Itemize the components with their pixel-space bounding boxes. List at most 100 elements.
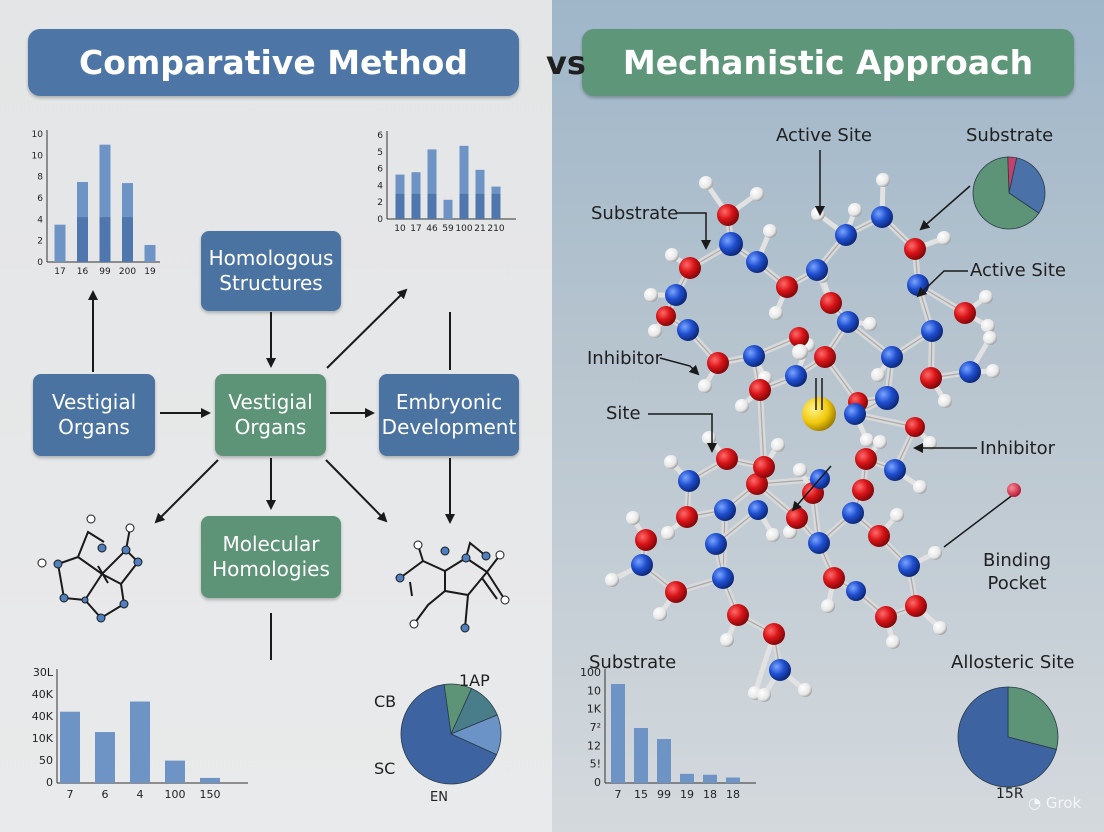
molecular-homologies-node: Molecular Homologies — [201, 516, 341, 598]
x-tick-label: 46 — [426, 224, 438, 234]
y-tick-label: 6 — [377, 165, 383, 175]
hydrogen-atom — [735, 399, 749, 413]
pie-slice-3 — [400, 684, 498, 785]
bar-16 — [77, 217, 88, 262]
oxygen-atom — [753, 456, 775, 478]
hydrogen-atom — [702, 431, 716, 445]
oxygen-atom — [786, 507, 808, 529]
nitrogen-atom — [907, 274, 929, 296]
nitrogen-atom — [871, 206, 893, 228]
nitrogen-atom — [712, 567, 734, 589]
bar-200 — [122, 217, 133, 262]
pie-chart-3 — [400, 683, 502, 785]
hydrogen-atom — [763, 224, 777, 238]
nitrogen-atom — [631, 554, 653, 576]
y-tick-label: 10 — [32, 130, 44, 140]
oxygen-atom — [716, 448, 738, 470]
y-tick-label: 2 — [37, 237, 43, 247]
x-tick-label: 19 — [680, 788, 694, 801]
oxygen-atom — [727, 604, 749, 626]
x-tick-label: 7 — [615, 788, 622, 801]
bar-10 — [395, 193, 405, 219]
y-tick-label: 0 — [46, 776, 53, 789]
bar-4 — [130, 701, 150, 783]
hydrogen-atom — [783, 525, 797, 539]
hydrogen-atom — [928, 546, 942, 560]
x-tick-label: 99 — [99, 267, 111, 277]
y-tick-label: 10 — [32, 151, 44, 161]
x-tick-label: 210 — [487, 224, 504, 234]
bar-19 — [680, 773, 694, 783]
hydrogen-atom — [769, 306, 783, 320]
y-tick-label: 6 — [377, 131, 383, 141]
hydrogen-atom — [938, 394, 952, 408]
watermark-text: Grok — [1045, 794, 1082, 812]
label-substrate-bottom: Substrate — [589, 652, 677, 673]
label-inhibitor-left: Inhibitor — [587, 348, 663, 369]
x-tick-label: 4 — [137, 788, 144, 801]
bar-99 — [99, 144, 111, 262]
x-tick-label: 15 — [634, 788, 648, 801]
nitrogen-atom — [743, 345, 765, 367]
x-tick-label: 100 — [165, 788, 186, 801]
hydrogen-atom — [644, 288, 658, 302]
mechanistic-approach-banner: Mechanistic Approach — [582, 29, 1074, 96]
homologous-structures-node: Homologous Structures — [201, 231, 341, 311]
hydrogen-atom — [981, 319, 995, 333]
vestigial-organs-center-node: Vestigial Organs — [215, 374, 326, 456]
oxygen-atom — [749, 379, 771, 401]
skeletal-molecule-right-atoms — [395, 540, 510, 633]
oxygen-atom — [954, 302, 976, 324]
hydrogen-atom — [665, 248, 679, 262]
arrow-to-right-molecule — [325, 459, 388, 523]
hydrogen-atom — [937, 231, 951, 245]
bar-17 — [411, 193, 421, 219]
hydrogen-atom — [698, 379, 712, 393]
y-tick-label: 2 — [377, 198, 383, 208]
label-substrate-left: Substrate — [591, 203, 679, 224]
x-tick-label: 7 — [67, 788, 74, 801]
y-tick-label: 12 — [587, 739, 601, 752]
oxygen-atom — [823, 567, 845, 589]
y-tick-label: 1K — [587, 703, 602, 716]
label-binding-pocket: Binding Pocket — [983, 550, 1052, 594]
nitrogen-atom — [705, 533, 727, 555]
oxygen-atom — [679, 257, 701, 279]
y-tick-label: 10 — [587, 684, 601, 697]
y-tick-label: 4 — [37, 215, 43, 225]
bar-18 — [726, 777, 740, 783]
x-tick-label: 150 — [200, 788, 221, 801]
hydrogen-atom — [653, 607, 667, 621]
y-tick-label: 50 — [39, 754, 53, 767]
nitrogen-atom — [748, 500, 768, 520]
hydrogen-atom — [871, 368, 885, 382]
flow-arrows — [88, 288, 455, 660]
oxygen-atom — [855, 448, 877, 470]
oxygen-atom — [868, 525, 890, 547]
y-tick-label: 8 — [37, 173, 43, 183]
nitrogen-atom — [898, 555, 920, 577]
oxygen-atom — [717, 204, 739, 226]
bar-7 — [60, 711, 80, 783]
bar-100 — [165, 760, 185, 783]
oxygen-atom — [665, 581, 687, 603]
vs-label: vs — [546, 44, 586, 82]
pie-slice-0 — [1007, 686, 1059, 750]
hydrogen-atom — [793, 463, 807, 477]
bar-99 — [99, 217, 111, 262]
hydrogen-atom — [626, 511, 640, 525]
bar-210 — [491, 193, 501, 219]
y-tick-label: 0 — [594, 776, 601, 789]
label-inhibitor-right: Inhibitor — [980, 438, 1056, 459]
nitrogen-atom — [844, 403, 866, 425]
x-tick-label: 6 — [102, 788, 109, 801]
y-tick-label: 5! — [590, 758, 601, 771]
pie-slice-1 — [1008, 157, 1046, 214]
y-tick-label: 40K — [32, 688, 54, 701]
bar-150 — [200, 777, 220, 783]
nitrogen-atom — [769, 659, 791, 681]
hydrogen-atom — [648, 324, 662, 338]
